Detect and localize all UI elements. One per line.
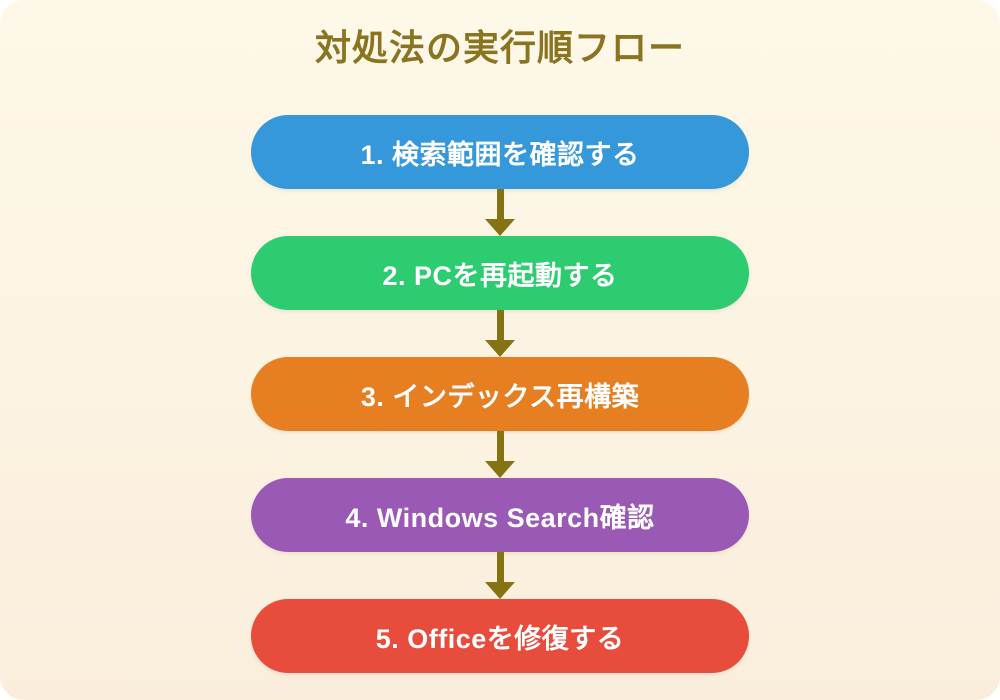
arrow-stem [496, 310, 504, 341]
down-arrow-icon [485, 552, 515, 600]
down-arrow-icon [485, 310, 515, 358]
arrow-head [485, 219, 515, 237]
flow-step-4: 4. Windows Search確認 [251, 478, 749, 553]
arrow-stem [496, 189, 504, 220]
down-arrow-icon [485, 431, 515, 479]
arrow-stem [496, 552, 504, 583]
flow-step-3: 3. インデックス再構築 [251, 357, 749, 432]
arrow-head [485, 461, 515, 479]
flow-diagram: 1. 検索範囲を確認する 2. PCを再起動する 3. インデックス再構築 4.… [0, 115, 1000, 674]
flow-step-1: 1. 検索範囲を確認する [251, 115, 749, 190]
flow-step-5: 5. Officeを修復する [251, 599, 749, 674]
page-title: 対処法の実行順フロー [314, 27, 685, 68]
flow-step-2: 2. PCを再起動する [251, 236, 749, 311]
arrow-head [485, 340, 515, 358]
arrow-stem [496, 431, 504, 462]
arrow-head [485, 582, 515, 600]
down-arrow-icon [485, 189, 515, 237]
